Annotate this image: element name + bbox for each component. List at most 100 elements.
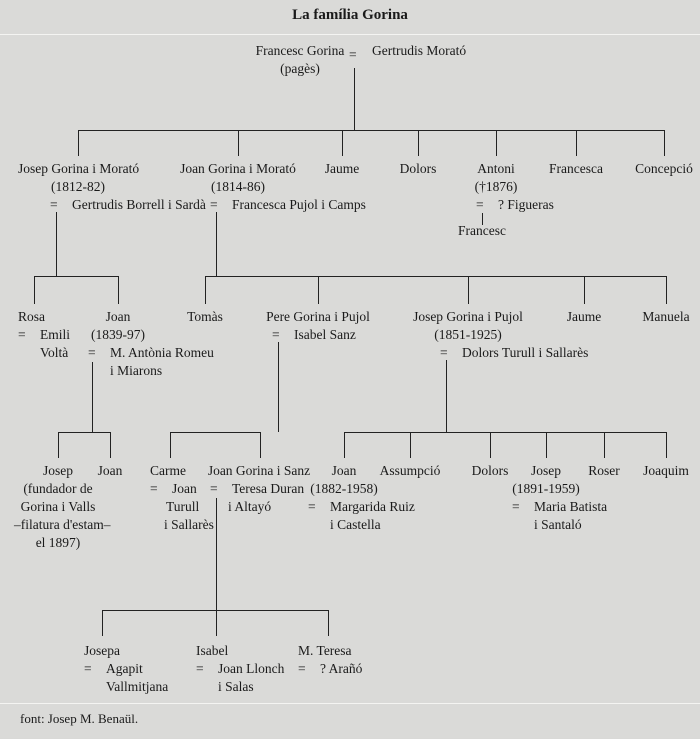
spouse-name-cont: i Castella bbox=[330, 517, 381, 532]
spouse-name-cont: Vallmitjana bbox=[106, 679, 169, 694]
person-jaume: Jaume bbox=[324, 161, 360, 176]
spouse-name-cont: Turull bbox=[166, 499, 200, 514]
spouse-line-joan-1882: =Margarida Ruiz i Castella bbox=[308, 498, 415, 534]
spouse-name: Emili bbox=[40, 327, 70, 342]
connector-josep-gen4a-up bbox=[58, 432, 60, 458]
connector-manuela-up bbox=[666, 276, 668, 304]
person-concepcio: Concepció bbox=[635, 161, 693, 176]
person-dates: (1814-86) bbox=[211, 179, 265, 194]
connector-josep-gen3b-down bbox=[446, 360, 448, 432]
person-name: M. Teresa bbox=[298, 643, 352, 658]
person-dolors-gen4: Dolors bbox=[471, 463, 509, 478]
person-name: Isabel bbox=[196, 643, 229, 658]
person-josep-gorina-i-pujol: Josep Gorina i Pujol (1851-1925) bbox=[408, 308, 528, 344]
person-dates: (1839-97) bbox=[91, 327, 145, 342]
connector-gen5-bar bbox=[102, 610, 328, 612]
person-joan-1882: Joan (1882-1958) bbox=[304, 462, 384, 498]
connector-joan-gen4a-up bbox=[110, 432, 112, 458]
marriage-sign: = bbox=[88, 345, 96, 360]
spouse-name: Margarida Ruiz bbox=[330, 499, 415, 514]
connector-gen4c-bar bbox=[344, 432, 666, 434]
connector-gen4a-bar bbox=[58, 432, 110, 434]
person-jaume-gen3: Jaume bbox=[566, 309, 602, 324]
person-note: –filatura d'estam– bbox=[14, 517, 111, 532]
title-bar bbox=[0, 0, 700, 35]
connector-joan2-down bbox=[216, 212, 218, 276]
footer-bar bbox=[0, 703, 700, 739]
spouse-name: Maria Batista bbox=[534, 499, 608, 514]
person-name: Josepa bbox=[84, 643, 120, 658]
connector-gen4b-bar bbox=[170, 432, 260, 434]
person-joaquim: Joaquim bbox=[643, 463, 689, 478]
person-joan-gorina-i-morato: Joan Gorina i Morató (1814-86) bbox=[178, 160, 298, 196]
spouse-name: Dolors Turull i Sallarès bbox=[462, 345, 589, 360]
connector-tomas-up bbox=[205, 276, 207, 304]
person-dates: (1812-82) bbox=[51, 179, 105, 194]
spouse-name: Isabel Sanz bbox=[294, 327, 356, 342]
connector-rosa-up bbox=[34, 276, 36, 304]
marriage-sign: = bbox=[512, 499, 520, 514]
marriage-sign: = bbox=[84, 661, 92, 676]
connector-jaume-gen3b-up bbox=[584, 276, 586, 304]
figure-title: La família Gorina bbox=[292, 7, 408, 23]
spouse-name-cont: i Altayó bbox=[228, 499, 272, 514]
connector-antoni-child bbox=[482, 213, 484, 225]
spouse-line-joan-1839: =M. Antònia Romeu i Miarons bbox=[88, 344, 214, 380]
person-josep-gorina-i-morato: Josep Gorina i Morató (1812-82) bbox=[18, 160, 140, 196]
person-dates: (†1876) bbox=[474, 179, 518, 194]
person-tomas: Tomàs bbox=[187, 309, 223, 324]
person-carme: Carme =Joan Turull i Sallarès bbox=[150, 462, 214, 534]
marriage-sign: = bbox=[440, 345, 448, 360]
person-francesc-son-of-antoni: Francesc bbox=[458, 223, 506, 238]
person-name: Josep bbox=[43, 463, 73, 478]
person-note: (fundador de bbox=[23, 481, 93, 496]
marriage-sign: = bbox=[50, 197, 58, 212]
spouse-line-antoni: =? Figueras bbox=[476, 196, 554, 214]
marriage-sign: = bbox=[150, 481, 158, 496]
connector-josep-up bbox=[78, 130, 80, 156]
connector-gen3b-bar bbox=[205, 276, 667, 278]
spouse-line-joan-sanz: =Teresa Duran i Altayó bbox=[210, 480, 304, 516]
connector-assumpcio-up bbox=[410, 432, 412, 458]
person-name: Joan bbox=[331, 463, 357, 478]
spouse-gertrudis-morato: Gertrudis Morató bbox=[372, 43, 467, 58]
person-roser: Roser bbox=[588, 463, 620, 478]
person-josepa: Josepa = Agapit Vallmitjana bbox=[84, 642, 168, 696]
marriage-sign-gen1: = bbox=[349, 47, 357, 62]
person-joan-gorina-i-sanz: Joan Gorina i Sanz bbox=[204, 462, 314, 480]
person-name: Josep Gorina i Morató bbox=[18, 161, 140, 176]
spouse-line-pere: =Isabel Sanz bbox=[272, 326, 356, 344]
marriage-sign: = bbox=[476, 197, 484, 212]
person-name: Rosa bbox=[18, 309, 45, 324]
spouse-name-cont: i Salas bbox=[218, 679, 254, 694]
spouse-name: ? Arañó bbox=[320, 661, 363, 676]
person-josep-fundador: Josep (fundador de Gorina i Valls –filat… bbox=[14, 462, 111, 552]
spouse-name-cont: Voltà bbox=[40, 345, 69, 360]
person-antoni: Antoni (†1876) bbox=[466, 160, 526, 196]
spouse-line-josep: =Gertrudis Borrell i Sardà bbox=[50, 196, 206, 214]
person-name: Josep Gorina i Pujol bbox=[413, 309, 523, 324]
person-dolors: Dolors bbox=[399, 161, 437, 176]
person-pere-gorina-i-pujol: Pere Gorina i Pujol bbox=[258, 308, 378, 326]
marriage-sign: = bbox=[18, 327, 26, 342]
connector-mteresa-up bbox=[328, 610, 330, 636]
spouse-name: Agapit bbox=[106, 661, 143, 676]
connector-concepcio-up bbox=[664, 130, 666, 156]
connector-pere-down bbox=[278, 342, 280, 432]
connector-antoni-up bbox=[496, 130, 498, 156]
connector-josepa-up bbox=[102, 610, 104, 636]
person-francesca: Francesca bbox=[549, 161, 603, 176]
connector-francesca-up bbox=[576, 130, 578, 156]
person-note: el 1897) bbox=[35, 535, 81, 550]
connector-gen1-down bbox=[354, 68, 356, 130]
connector-joan-gen4b-up bbox=[260, 432, 262, 458]
spouse-name-cont: i Santaló bbox=[534, 517, 582, 532]
spouse-name-cont: i Miarons bbox=[110, 363, 163, 378]
connector-roser-up bbox=[604, 432, 606, 458]
person-joan-1839: Joan (1839-97) bbox=[88, 308, 148, 344]
spouse-line-josep-1891: = Maria Batista i Santaló bbox=[512, 498, 607, 534]
connector-joan-up bbox=[238, 130, 240, 156]
connector-jaume-up bbox=[342, 130, 344, 156]
person-name: Francesc Gorina bbox=[255, 43, 345, 58]
